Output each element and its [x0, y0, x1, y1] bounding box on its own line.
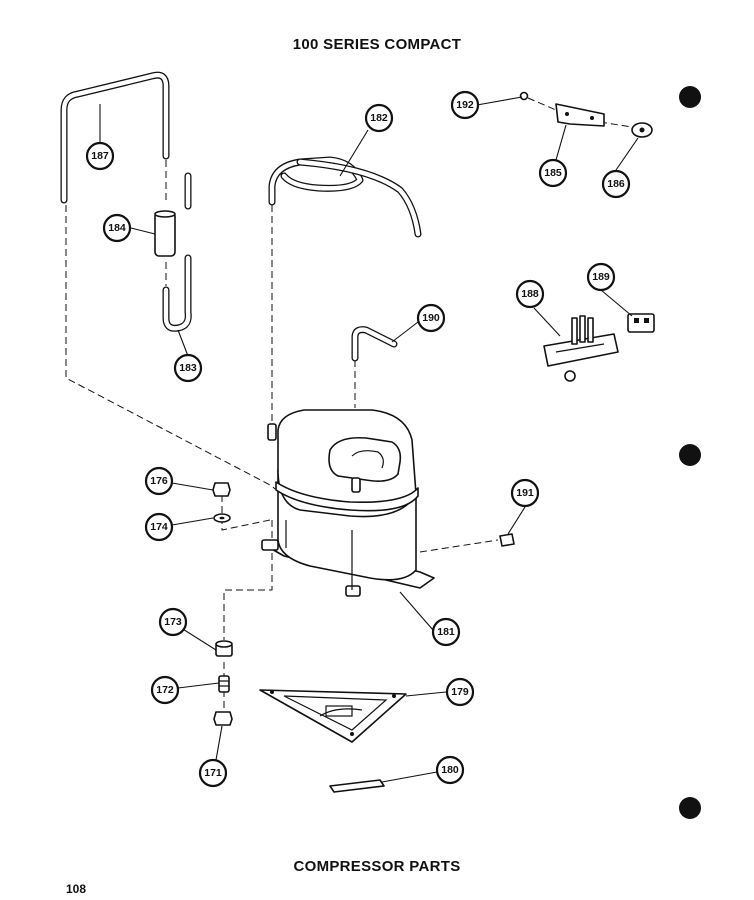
callout-label: 189	[592, 271, 610, 283]
callout-192: 192	[450, 90, 480, 120]
page-number: 108	[66, 882, 87, 896]
callout-171: 171	[198, 758, 228, 788]
binder-hole-bottom	[679, 797, 701, 819]
bolt-part	[213, 711, 233, 726]
callout-label: 181	[437, 626, 455, 638]
washer-part	[213, 513, 231, 523]
nut-part	[212, 482, 231, 497]
callout-label: 183	[179, 362, 197, 374]
callout-184: 184	[102, 213, 132, 243]
callout-182: 182	[364, 103, 394, 133]
process-tube-part	[162, 254, 192, 332]
overload-part	[627, 313, 655, 333]
callout-172: 172	[150, 675, 180, 705]
callout-label: 180	[441, 764, 459, 776]
process-stub-part	[351, 326, 398, 362]
screw-part	[519, 91, 529, 101]
callout-186: 186	[601, 169, 631, 199]
callout-label: 174	[150, 521, 168, 533]
callout-173: 173	[158, 607, 188, 637]
callout-187: 187	[85, 141, 115, 171]
filter-drier-part	[154, 172, 192, 257]
callout-183: 183	[173, 353, 203, 383]
callout-188: 188	[515, 279, 545, 309]
callout-leaders	[99, 96, 639, 783]
clamp-part	[631, 122, 653, 138]
callout-label: 186	[607, 178, 625, 190]
callout-176: 176	[144, 466, 174, 496]
discharge-tube-part	[60, 71, 170, 204]
callout-label: 179	[451, 686, 469, 698]
callout-label: 187	[91, 150, 109, 162]
callout-label: 192	[456, 99, 474, 111]
diagram-caption: COMPRESSOR PARTS	[293, 858, 461, 875]
callout-label: 171	[204, 767, 222, 779]
mounting-bracket-part	[555, 103, 605, 127]
binder-hole-top	[679, 86, 701, 108]
callout-191: 191	[510, 478, 540, 508]
callout-181: 181	[431, 617, 461, 647]
callout-label: 185	[544, 167, 562, 179]
callout-label: 184	[108, 222, 126, 234]
grommet-part	[215, 640, 233, 657]
compressor-part	[261, 409, 435, 597]
diagram-title: 100 SERIES COMPACT	[292, 36, 462, 53]
callout-label: 176	[150, 475, 168, 487]
assembly-lines	[65, 97, 639, 712]
suction-coil-part	[268, 156, 422, 238]
terminal-cover-part	[499, 533, 515, 547]
callout-189: 189	[586, 262, 616, 292]
base-plate-part	[259, 689, 407, 743]
callout-179: 179	[445, 677, 475, 707]
callout-174: 174	[144, 512, 174, 542]
callout-label: 182	[370, 112, 388, 124]
callout-190: 190	[416, 303, 446, 333]
callout-180: 180	[435, 755, 465, 785]
clip-part	[329, 779, 385, 793]
callout-185: 185	[538, 158, 568, 188]
binder-hole-middle	[679, 444, 701, 466]
spacer-part	[218, 675, 230, 693]
callout-label: 191	[516, 487, 534, 499]
callout-label: 173	[164, 616, 182, 628]
relay-part	[543, 315, 619, 382]
callout-label: 190	[422, 312, 440, 324]
callout-label: 172	[156, 684, 174, 696]
callout-label: 188	[521, 288, 539, 300]
